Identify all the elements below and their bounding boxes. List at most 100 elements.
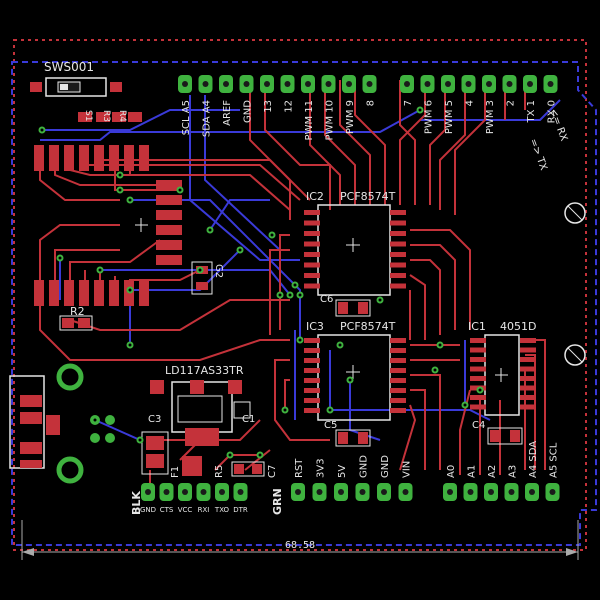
ftdi-header-pin <box>233 483 248 501</box>
ic1-part-label: 4051D <box>500 320 536 333</box>
c6-capacitor: C6 <box>320 294 371 317</box>
c6-label: C6 <box>320 294 333 305</box>
top-left-pin-label-3: GND <box>243 100 254 123</box>
vias <box>38 106 484 459</box>
power-pin-label-2: 5V <box>337 465 348 478</box>
top-right-pin-label-2: PWM 5 <box>444 100 455 134</box>
small-parts-top-left: S1 R3 R4 <box>78 110 142 122</box>
top-header-left-pin <box>301 75 315 93</box>
ftdi-header-pin <box>196 483 211 501</box>
ftdi-pin-label-5: DTR <box>233 506 248 514</box>
analog-header-pin <box>463 483 478 501</box>
top-header-right-pin <box>543 75 558 93</box>
c5-label: C5 <box>324 420 337 431</box>
ftdi-header-pin <box>178 483 192 501</box>
ic2-pcf8574t: IC2 PCF8574T <box>304 190 406 296</box>
ftdi-blk-label: BLK <box>130 491 143 515</box>
ftdi-header-pin <box>159 483 174 501</box>
top-header-left-pin <box>321 75 336 93</box>
analog-header-pin <box>443 483 457 501</box>
top-header-left-pin <box>260 75 274 93</box>
ftdi-header-pin <box>141 483 155 501</box>
switch-sws001: SWS001 <box>30 60 122 97</box>
top-header-left-pin <box>342 75 356 93</box>
board-outline-outer <box>13 39 587 551</box>
top-header-left-pin <box>198 75 213 93</box>
ftdi-pin-label-0: GND <box>140 506 156 514</box>
g2-label: G2 <box>213 264 224 278</box>
top-left-pin-label-2: AREF <box>222 100 233 126</box>
c7-label: C7 <box>267 465 278 478</box>
power-section-parts: C3 C1 F1 R5 C7 <box>141 401 278 478</box>
top-left-pin-label-6: PWM 11 <box>304 100 315 140</box>
switch-label: SWS001 <box>44 60 94 74</box>
label-s1: S1 <box>83 110 93 121</box>
top-header-right-pin <box>461 75 476 93</box>
top-header-left-pin <box>178 75 192 93</box>
top-header-right-pin <box>523 75 537 93</box>
analog-pin-label-5: A5 SCL <box>549 442 560 478</box>
top-left-pin-label-0: SCL A5 <box>181 100 192 135</box>
power-pin-label-1: 3V3 <box>316 458 327 478</box>
power-header-pin <box>334 483 348 501</box>
top-right-pin-label-6: TX 1 <box>526 100 537 124</box>
label-r4: R4 <box>117 110 127 122</box>
label-r3: R3 <box>101 110 111 122</box>
c3-label: C3 <box>148 414 161 425</box>
r2-label: R2 <box>70 305 85 318</box>
top-header-right-pin <box>400 75 414 93</box>
r5-label: R5 <box>214 465 225 478</box>
top-header-right-pin <box>420 75 435 93</box>
top-left-pin-label-9: 8 <box>366 100 377 106</box>
ic2-part-label: PCF8574T <box>340 190 396 203</box>
top-right-pin-label-1: PWM 6 <box>424 100 435 134</box>
regulator-ld117: LD117AS33TR <box>150 364 244 446</box>
power-header-pin <box>355 483 370 501</box>
r2-resistor: R2 <box>59 305 93 331</box>
header-pins <box>141 75 560 501</box>
analog-pin-label-1: A1 <box>467 465 478 478</box>
analog-header-pin <box>545 483 560 501</box>
power-pin-labels: RST 3V3 5V GND GND VIN <box>294 455 413 478</box>
ic1-label: IC1 <box>468 320 486 333</box>
ftdi-pin-label-1: CTS <box>160 506 174 514</box>
top-left-pin-label-7: PWM 10 <box>325 100 336 140</box>
c5-capacitor: C5 <box>324 420 371 447</box>
top-right-pin-label-5: 2 <box>506 100 517 106</box>
f1-label: F1 <box>170 466 181 478</box>
power-pin-label-3: GND <box>359 455 370 478</box>
reg-label: LD117AS33TR <box>165 364 244 377</box>
power-header-pin <box>377 483 391 501</box>
ic1-4051d: IC1 4051D <box>468 320 536 416</box>
top-left-pin-label-5: 12 <box>284 100 295 113</box>
top-right-pin-label-4: PWM 3 <box>485 100 496 134</box>
ftdi-header-pin <box>215 483 229 501</box>
power-pin-label-0: RST <box>294 458 305 478</box>
top-left-pin-label-4: 13 <box>263 100 274 113</box>
power-pin-label-4: GND <box>380 455 391 478</box>
usb-connector <box>9 363 115 484</box>
top-header-left-pin <box>219 75 233 93</box>
ftdi-pin-label-2: VCC <box>178 506 193 514</box>
ic3-part-label: PCF8574T <box>340 320 396 333</box>
analog-pin-label-4: A4 SDA <box>528 441 539 478</box>
ftdi-grn-label: GRN <box>271 488 284 515</box>
top-right-pin-label-0: 7 <box>403 100 414 106</box>
mount-holes <box>564 202 586 366</box>
top-header-right-pin <box>441 75 455 93</box>
power-header-pin <box>398 483 413 501</box>
ftdi-pin-label-3: RXI <box>198 506 210 514</box>
power-pin-label-5: VIN <box>402 461 413 478</box>
top-header-left-pin <box>280 75 295 93</box>
c1-label: C1 <box>242 414 255 425</box>
top-header-right-pin <box>482 75 496 93</box>
analog-pin-label-3: A3 <box>508 465 519 478</box>
analog-header-pin <box>484 483 498 501</box>
dimension-label: 68.58 <box>285 540 315 551</box>
ic3-label: IC3 <box>306 320 324 333</box>
